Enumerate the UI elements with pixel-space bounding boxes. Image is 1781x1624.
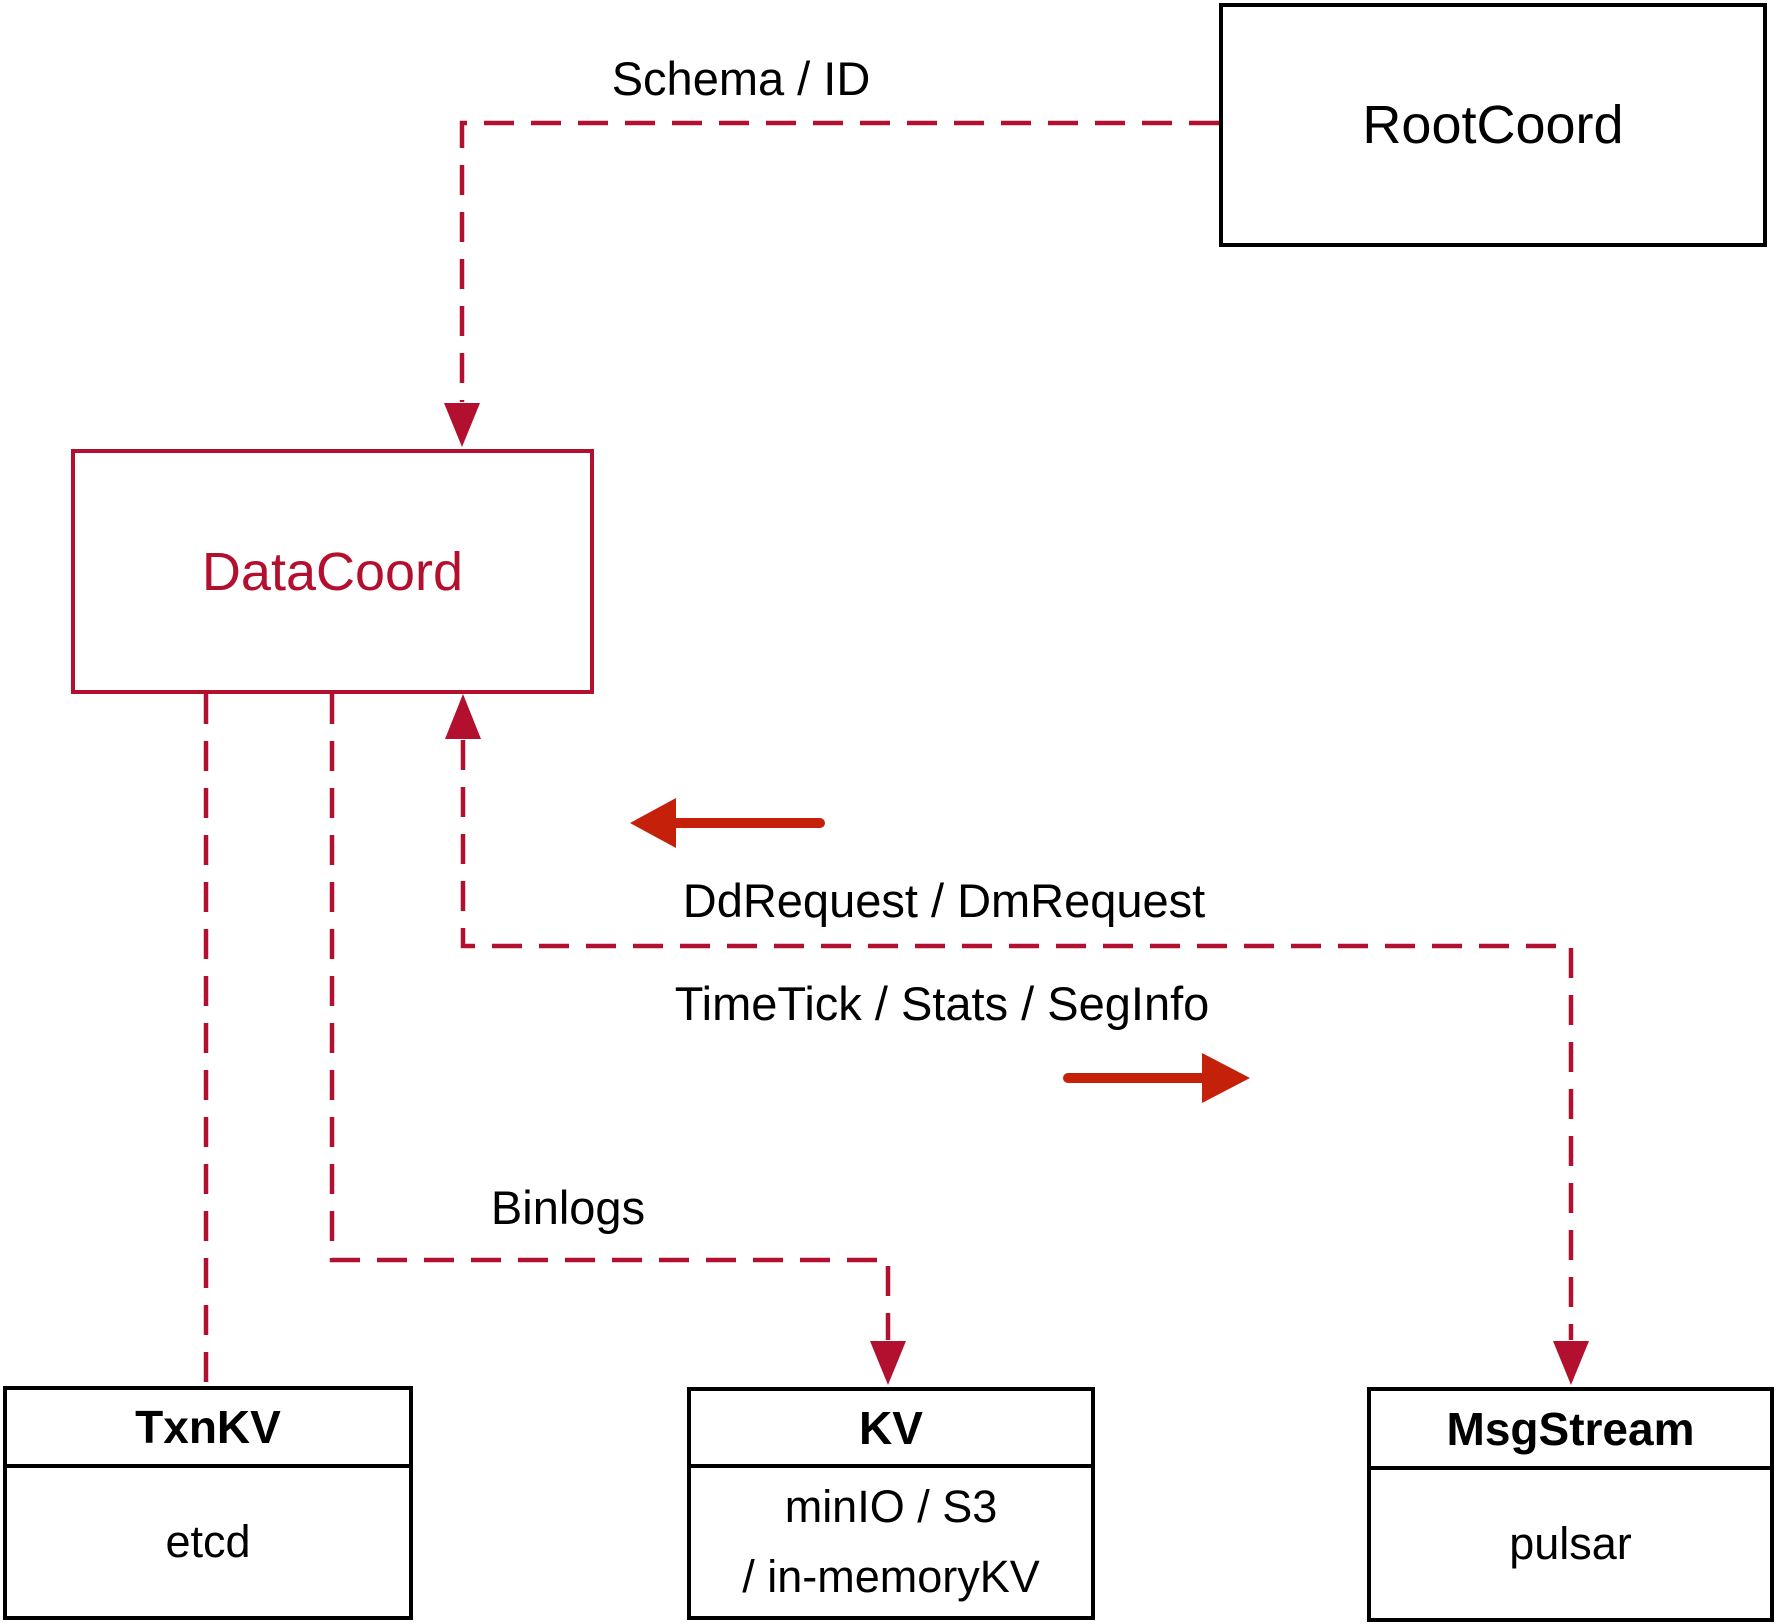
- arrowhead-down-icon: [1553, 1341, 1589, 1385]
- kv-node: KV minIO / S3 / in-memoryKV: [687, 1387, 1095, 1620]
- txnkv-body: etcd: [7, 1468, 409, 1616]
- datacoord-label: DataCoord: [201, 541, 464, 602]
- msgstream-body-label: pulsar: [1509, 1518, 1632, 1570]
- schema-id-label: Schema / ID: [612, 55, 871, 102]
- kv-title-label: KV: [859, 1401, 923, 1454]
- time-tick-label: TimeTick / Stats / SegInfo: [675, 980, 1210, 1027]
- left-direction-arrow-icon: [630, 798, 825, 848]
- rootcoord-label: RootCoord: [1362, 95, 1624, 155]
- msgstream-body: pulsar: [1371, 1470, 1770, 1618]
- request-timetick-edge: [460, 740, 1574, 1340]
- kv-body: minIO / S3 / in-memoryKV: [691, 1468, 1091, 1616]
- dd-request-label-text: DdRequest / DmRequest: [682, 874, 1206, 927]
- txnkv-title-label: TxnKV: [135, 1401, 281, 1453]
- binlogs-edge: [329, 694, 891, 1340]
- dd-request-label: DdRequest / DmRequest: [683, 877, 1205, 924]
- kv-title: KV: [691, 1391, 1091, 1468]
- msgstream-node: MsgStream pulsar: [1367, 1387, 1774, 1622]
- datacoord-node: DataCoord: [71, 449, 594, 694]
- schema-id-edge: [459, 120, 1219, 402]
- arrowhead-up-icon: [445, 694, 481, 739]
- right-direction-arrow-icon: [1063, 1053, 1250, 1103]
- arrowhead-down-icon: [870, 1341, 906, 1385]
- txnkv-title: TxnKV: [7, 1390, 409, 1468]
- msgstream-title-label: MsgStream: [1446, 1402, 1695, 1455]
- schema-id-label-text: Schema / ID: [611, 52, 871, 105]
- time-tick-label-text: TimeTick / Stats / SegInfo: [674, 977, 1210, 1030]
- msgstream-title: MsgStream: [1371, 1391, 1770, 1470]
- kv-body-line1: minIO / S3: [784, 1481, 998, 1533]
- txnkv-body-label: etcd: [165, 1516, 251, 1568]
- rootcoord-node: RootCoord: [1219, 3, 1767, 247]
- binlogs-label-text: Binlogs: [490, 1181, 646, 1234]
- arrowhead-down-icon: [444, 403, 480, 447]
- kv-body-line2: / in-memoryKV: [742, 1551, 1040, 1602]
- txnkv-node: TxnKV etcd: [3, 1386, 413, 1620]
- binlogs-label: Binlogs: [491, 1184, 645, 1231]
